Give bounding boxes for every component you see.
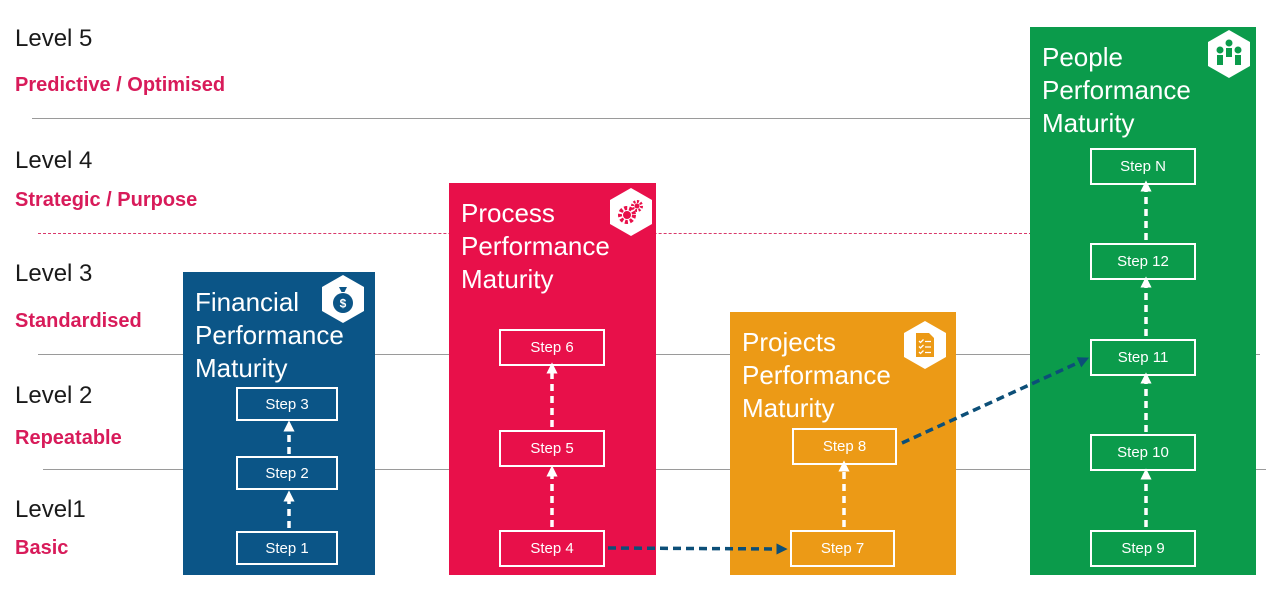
step-box: Step 9 bbox=[1090, 530, 1196, 567]
level-2-description: Repeatable bbox=[15, 427, 122, 449]
svg-text:$: $ bbox=[340, 297, 347, 311]
step-box: Step 3 bbox=[236, 387, 338, 421]
level-4-label: Level 4 bbox=[15, 147, 93, 174]
step-box: Step 1 bbox=[236, 531, 338, 565]
panel-title: Financial Performance Maturity bbox=[195, 287, 344, 383]
checklist-icon bbox=[904, 321, 946, 369]
level-1-description: Basic bbox=[15, 537, 69, 559]
panel-title: Projects Performance Maturity bbox=[742, 327, 891, 423]
step-box: Step 10 bbox=[1090, 434, 1196, 471]
people-icon bbox=[1208, 30, 1250, 78]
projects-panel: Projects Performance Maturity Step 8 Ste… bbox=[730, 312, 956, 575]
step-box: Step 7 bbox=[790, 530, 895, 567]
level-4-description: Strategic / Purpose bbox=[15, 189, 198, 211]
gears-icon bbox=[610, 188, 652, 236]
money-bag-icon: $ bbox=[322, 275, 364, 323]
level-divider-5-4 bbox=[32, 118, 1032, 119]
panel-title: People Performance Maturity bbox=[1042, 42, 1191, 138]
step-box: Step 6 bbox=[499, 329, 605, 366]
step-box: Step 8 bbox=[792, 428, 897, 465]
level-3-description: Standardised bbox=[15, 310, 142, 332]
step-box: Step 11 bbox=[1090, 339, 1196, 376]
financial-panel: Financial Performance Maturity $ Step 3 … bbox=[183, 272, 375, 575]
level-5-description: Predictive / Optimised bbox=[15, 74, 226, 96]
level-3-label: Level 3 bbox=[15, 260, 93, 287]
people-panel: People Performance Maturity Step N Step … bbox=[1030, 27, 1256, 575]
level-2-label: Level 2 bbox=[15, 382, 93, 409]
step-box: Step 4 bbox=[499, 530, 605, 567]
level-5-label: Level 5 bbox=[15, 25, 93, 52]
step-box: Step 2 bbox=[236, 456, 338, 490]
panel-title: Process Performance Maturity bbox=[461, 198, 610, 294]
step-box: Step N bbox=[1090, 148, 1196, 185]
process-panel: Process Performance Maturity Step 6 Step… bbox=[449, 183, 656, 575]
step-box: Step 12 bbox=[1090, 243, 1196, 280]
step-box: Step 5 bbox=[499, 430, 605, 467]
level-1-label: Level1 bbox=[15, 496, 86, 523]
